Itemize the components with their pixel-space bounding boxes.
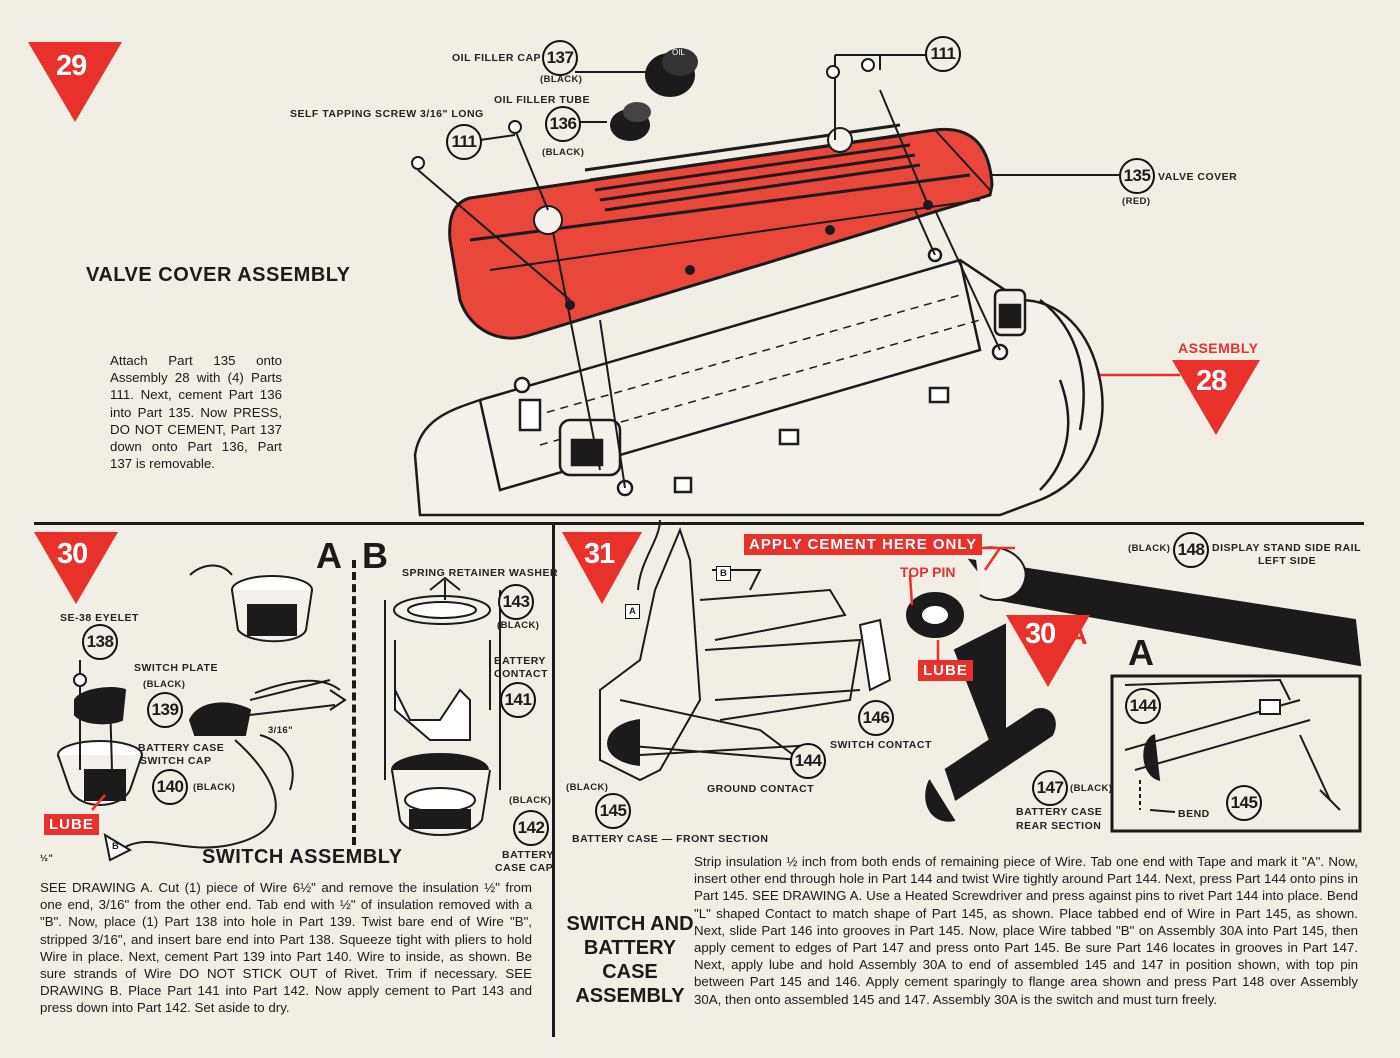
step31-heading-line-4: ASSEMBLY [575,985,685,1007]
step29-number: 29 [56,50,87,82]
part-140-color: (BLACK) [193,782,236,793]
step30-number: 30 [57,538,88,570]
inset-drawing-a-letter: A [1128,632,1154,673]
screw-label: SELF TAPPING SCREW 3/16" LONG [290,108,484,120]
step31-heading-line-1: SWITCH AND [566,913,694,935]
step30-heading: SWITCH ASSEMBLY [202,846,403,868]
lube-tag-step30: LUBE [44,814,99,835]
assembly30a-number: 30 [1025,618,1056,650]
svg-text:OIL: OIL [672,48,685,57]
part-146-callout: 146 [858,700,894,736]
part-141-callout: 141 [500,682,536,718]
step31-number: 31 [584,538,615,570]
assembly30a-letter: A [1068,620,1088,650]
part-145-callout: 145 [595,793,631,829]
part-136-callout: 136 [545,106,581,142]
part-143-color: (BLACK) [497,620,540,631]
front-section-label: BATTERY CASE — FRONT SECTION [572,833,769,845]
drawing-a-letter: A [316,535,342,576]
step31-heading: SWITCH AND BATTERY CASE ASSEMBLY [566,912,694,1008]
step30-text: SEE DRAWING A. Cut (1) piece of Wire 6½"… [40,880,532,1016]
step29-leaders [411,54,1120,489]
part-135-callout: 135 [1119,158,1155,194]
oil-filler-cap-label: OIL FILLER CAP [452,52,542,64]
bend-label: BEND [1178,808,1210,820]
engine-block-drawing [413,247,1104,517]
side-rail-label: DISPLAY STAND SIDE RAIL [1212,542,1361,554]
ground-contact-label: GROUND CONTACT [707,783,815,795]
eyelet-label: SE-38 EYELET [60,612,139,624]
inset-part-144-callout: 144 [1125,688,1161,724]
part-139-callout: 139 [147,692,183,728]
wire-tag-b: B [716,566,732,581]
part-111-callout-top: 111 [925,36,961,72]
part-145-color: (BLACK) [566,782,609,793]
spring-washer-label: SPRING RETAINER WASHER [402,567,559,579]
rear-section-label-2: REAR SECTION [1016,820,1102,832]
wire-b-tag: B [112,841,120,852]
lube-tag-step31: LUBE [918,660,973,681]
battery-case-cap-label-2: CASE CAP [495,862,554,874]
step31-heading-line-2: BATTERY [583,937,677,959]
battery-case-cap-label: BATTERY [502,849,554,861]
drawing-b-letter: B [362,535,388,576]
switch-cap-label: BATTERY CASE [138,742,225,754]
switch-plate-label: SWITCH PLATE [134,662,218,674]
assembly28-number: 28 [1196,365,1227,397]
part-142-callout: 142 [513,810,549,846]
part-140-callout: 140 [152,769,188,805]
step30-badge [34,532,118,604]
valve-cover-label: VALVE COVER [1158,171,1238,183]
part-148-color: (BLACK) [1128,543,1171,554]
valve-cover-drawing [448,123,994,340]
part-142-color: (BLACK) [509,795,552,806]
step29-heading: VALVE COVER ASSEMBLY [86,264,351,286]
part-147-callout: 147 [1032,770,1068,806]
step30-drawings [57,564,501,862]
part-136-color: (BLACK) [542,147,585,158]
step29-badge [28,42,122,122]
step31-badge [562,532,642,604]
half-inch-label: ½" [40,853,54,864]
assembly30a-badge [1006,615,1090,687]
switch-plate-color: (BLACK) [143,679,186,690]
section-divider-horizontal [34,522,1364,525]
rear-section-label: BATTERY CASE [1016,806,1103,818]
wire-end-label: 3/16" [268,725,293,736]
assembly28-label: ASSEMBLY [1178,340,1259,356]
part-111-callout: 111 [446,124,482,160]
switch-contact-label: SWITCH CONTACT [830,739,932,751]
step29-text: Attach Part 135 onto Assembly 28 with (4… [110,353,282,472]
step31-drawings [599,519,1362,833]
valve-cover-color: (RED) [1122,196,1151,207]
part-138-callout: 138 [82,624,118,660]
part-143-callout: 143 [498,584,534,620]
battery-contact-label-2: CONTACT [494,668,549,680]
step31-text: Strip insulation ½ inch from both ends o… [694,854,1358,1007]
apply-cement-tag: APPLY CEMENT HERE ONLY [744,534,983,555]
top-pin-label: TOP PIN [900,564,956,580]
part-137-color: (BLACK) [540,74,583,85]
wire-tag-a: A [625,604,641,619]
step31-heading-line-3: CASE [602,961,658,983]
part-144-callout: 144 [790,743,826,779]
part-148-callout: 148 [1173,532,1209,568]
part-147-color: (BLACK) [1070,783,1113,794]
switch-cap-label-2: SWITCH CAP [140,755,212,767]
assembly28-badge [1172,360,1260,435]
section-divider-vertical [552,522,555,1037]
oil-filler-tube-label: OIL FILLER TUBE [494,94,590,106]
part-137-callout: 137 [542,40,578,76]
side-rail-label-2: LEFT SIDE [1258,555,1317,567]
drawing-ab-divider [352,560,356,845]
oil-filler-parts: OIL [610,48,698,141]
battery-contact-label: BATTERY [494,655,546,667]
inset-part-145-callout: 145 [1226,785,1262,821]
